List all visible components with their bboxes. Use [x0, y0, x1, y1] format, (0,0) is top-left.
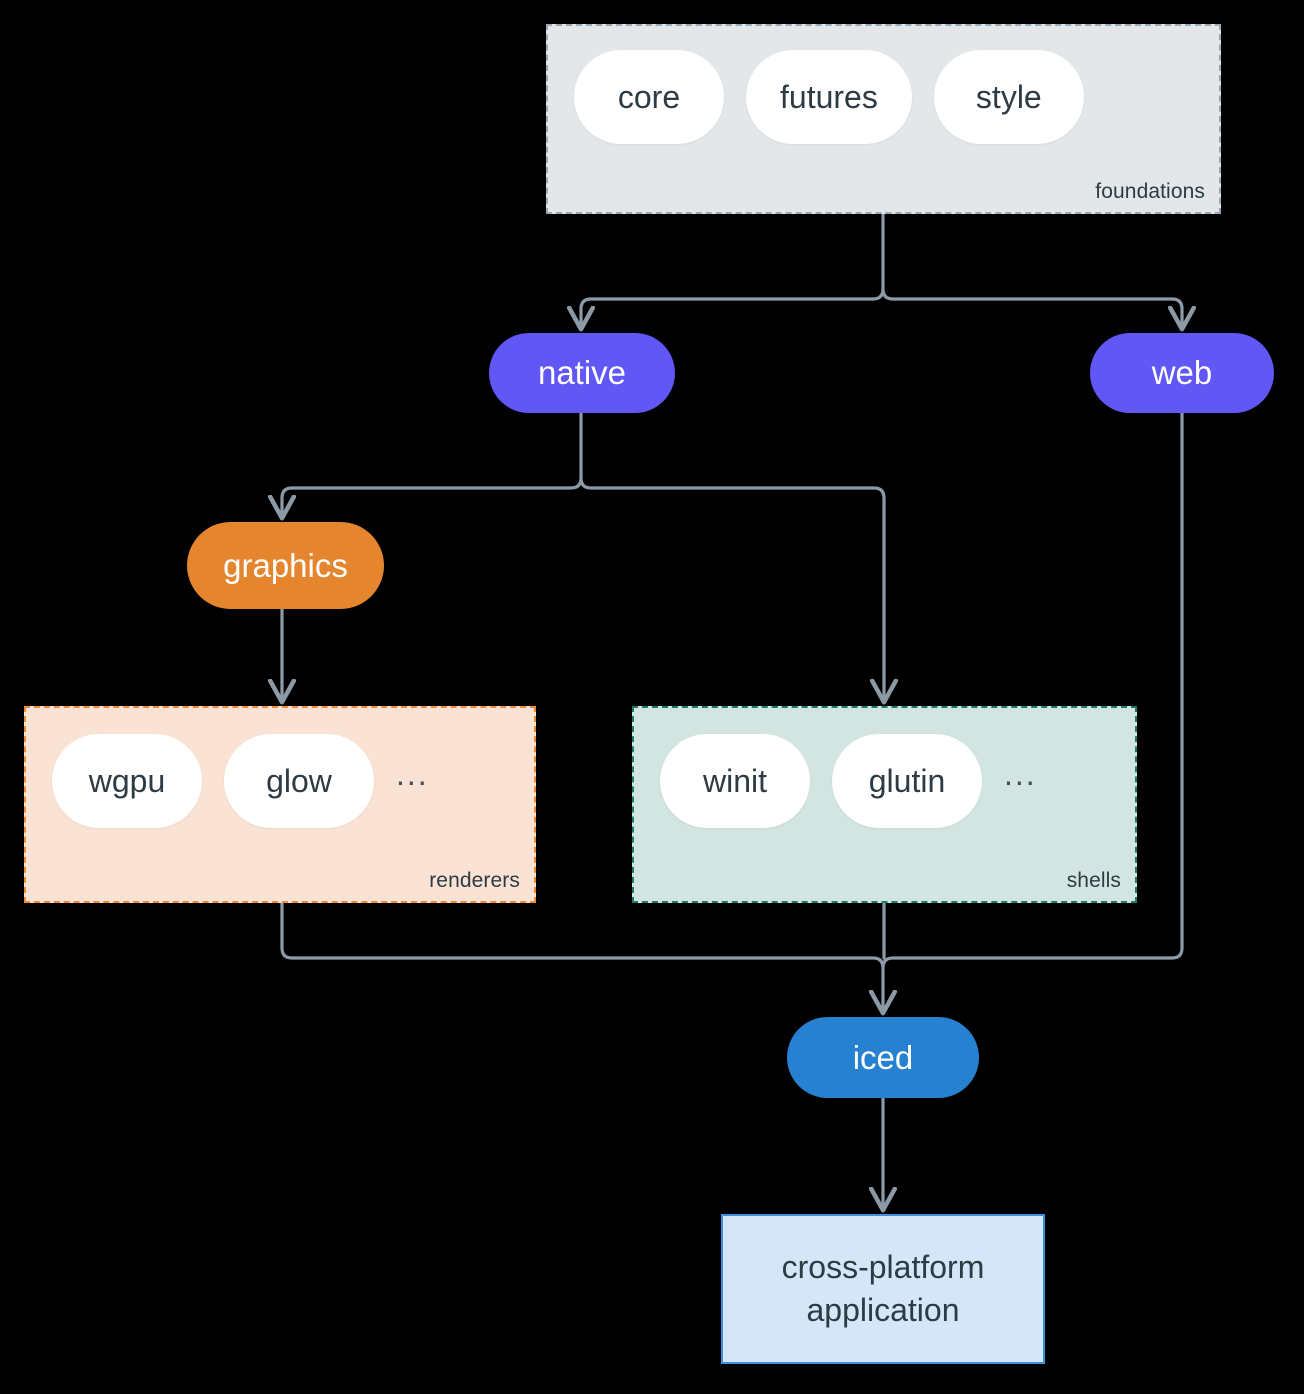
group-renderers-label: renderers	[429, 869, 520, 892]
pill-futures[interactable]: futures	[746, 50, 912, 144]
node-web[interactable]: web	[1090, 333, 1274, 413]
node-native[interactable]: native	[489, 333, 675, 413]
edge-renderers-to-iced	[280, 901, 883, 1010]
pill-glow[interactable]: glow	[224, 734, 374, 828]
edge-foundations-to-web	[881, 287, 1182, 326]
node-web-label: web	[1151, 354, 1213, 391]
node-iced[interactable]: iced	[787, 1017, 979, 1098]
node-cross-platform-application[interactable]: cross-platform application	[721, 1214, 1045, 1364]
shells-ellipsis: ...	[1004, 756, 1037, 792]
application-label-line1: cross-platform	[781, 1248, 985, 1285]
edge-foundations-to-native	[581, 212, 885, 326]
edge-native-to-graphics	[282, 411, 583, 515]
pill-style[interactable]: style	[933, 50, 1084, 144]
group-shells-label: shells	[1066, 869, 1121, 892]
renderers-ellipsis: ...	[396, 756, 429, 792]
edge-native-to-shells	[579, 476, 884, 699]
pill-winit[interactable]: winit	[660, 734, 810, 828]
group-shells: winit glutin ... shells	[632, 706, 1137, 903]
group-foundations-items: core futures style	[574, 50, 1084, 144]
application-label-line2: application	[806, 1292, 960, 1328]
group-foundations: core futures style foundations	[546, 24, 1221, 214]
node-graphics-label: graphics	[223, 546, 348, 584]
group-foundations-label: foundations	[1095, 180, 1205, 203]
group-renderers-items: wgpu glow ...	[52, 734, 429, 828]
node-graphics[interactable]: graphics	[187, 522, 384, 609]
group-renderers: wgpu glow ... renderers	[24, 706, 536, 903]
pill-wgpu[interactable]: wgpu	[52, 734, 202, 828]
node-iced-label: iced	[852, 1038, 914, 1076]
node-native-label: native	[537, 354, 627, 391]
pill-core[interactable]: core	[574, 50, 724, 144]
pill-glutin[interactable]: glutin	[832, 734, 982, 828]
group-shells-items: winit glutin ...	[660, 734, 1037, 828]
